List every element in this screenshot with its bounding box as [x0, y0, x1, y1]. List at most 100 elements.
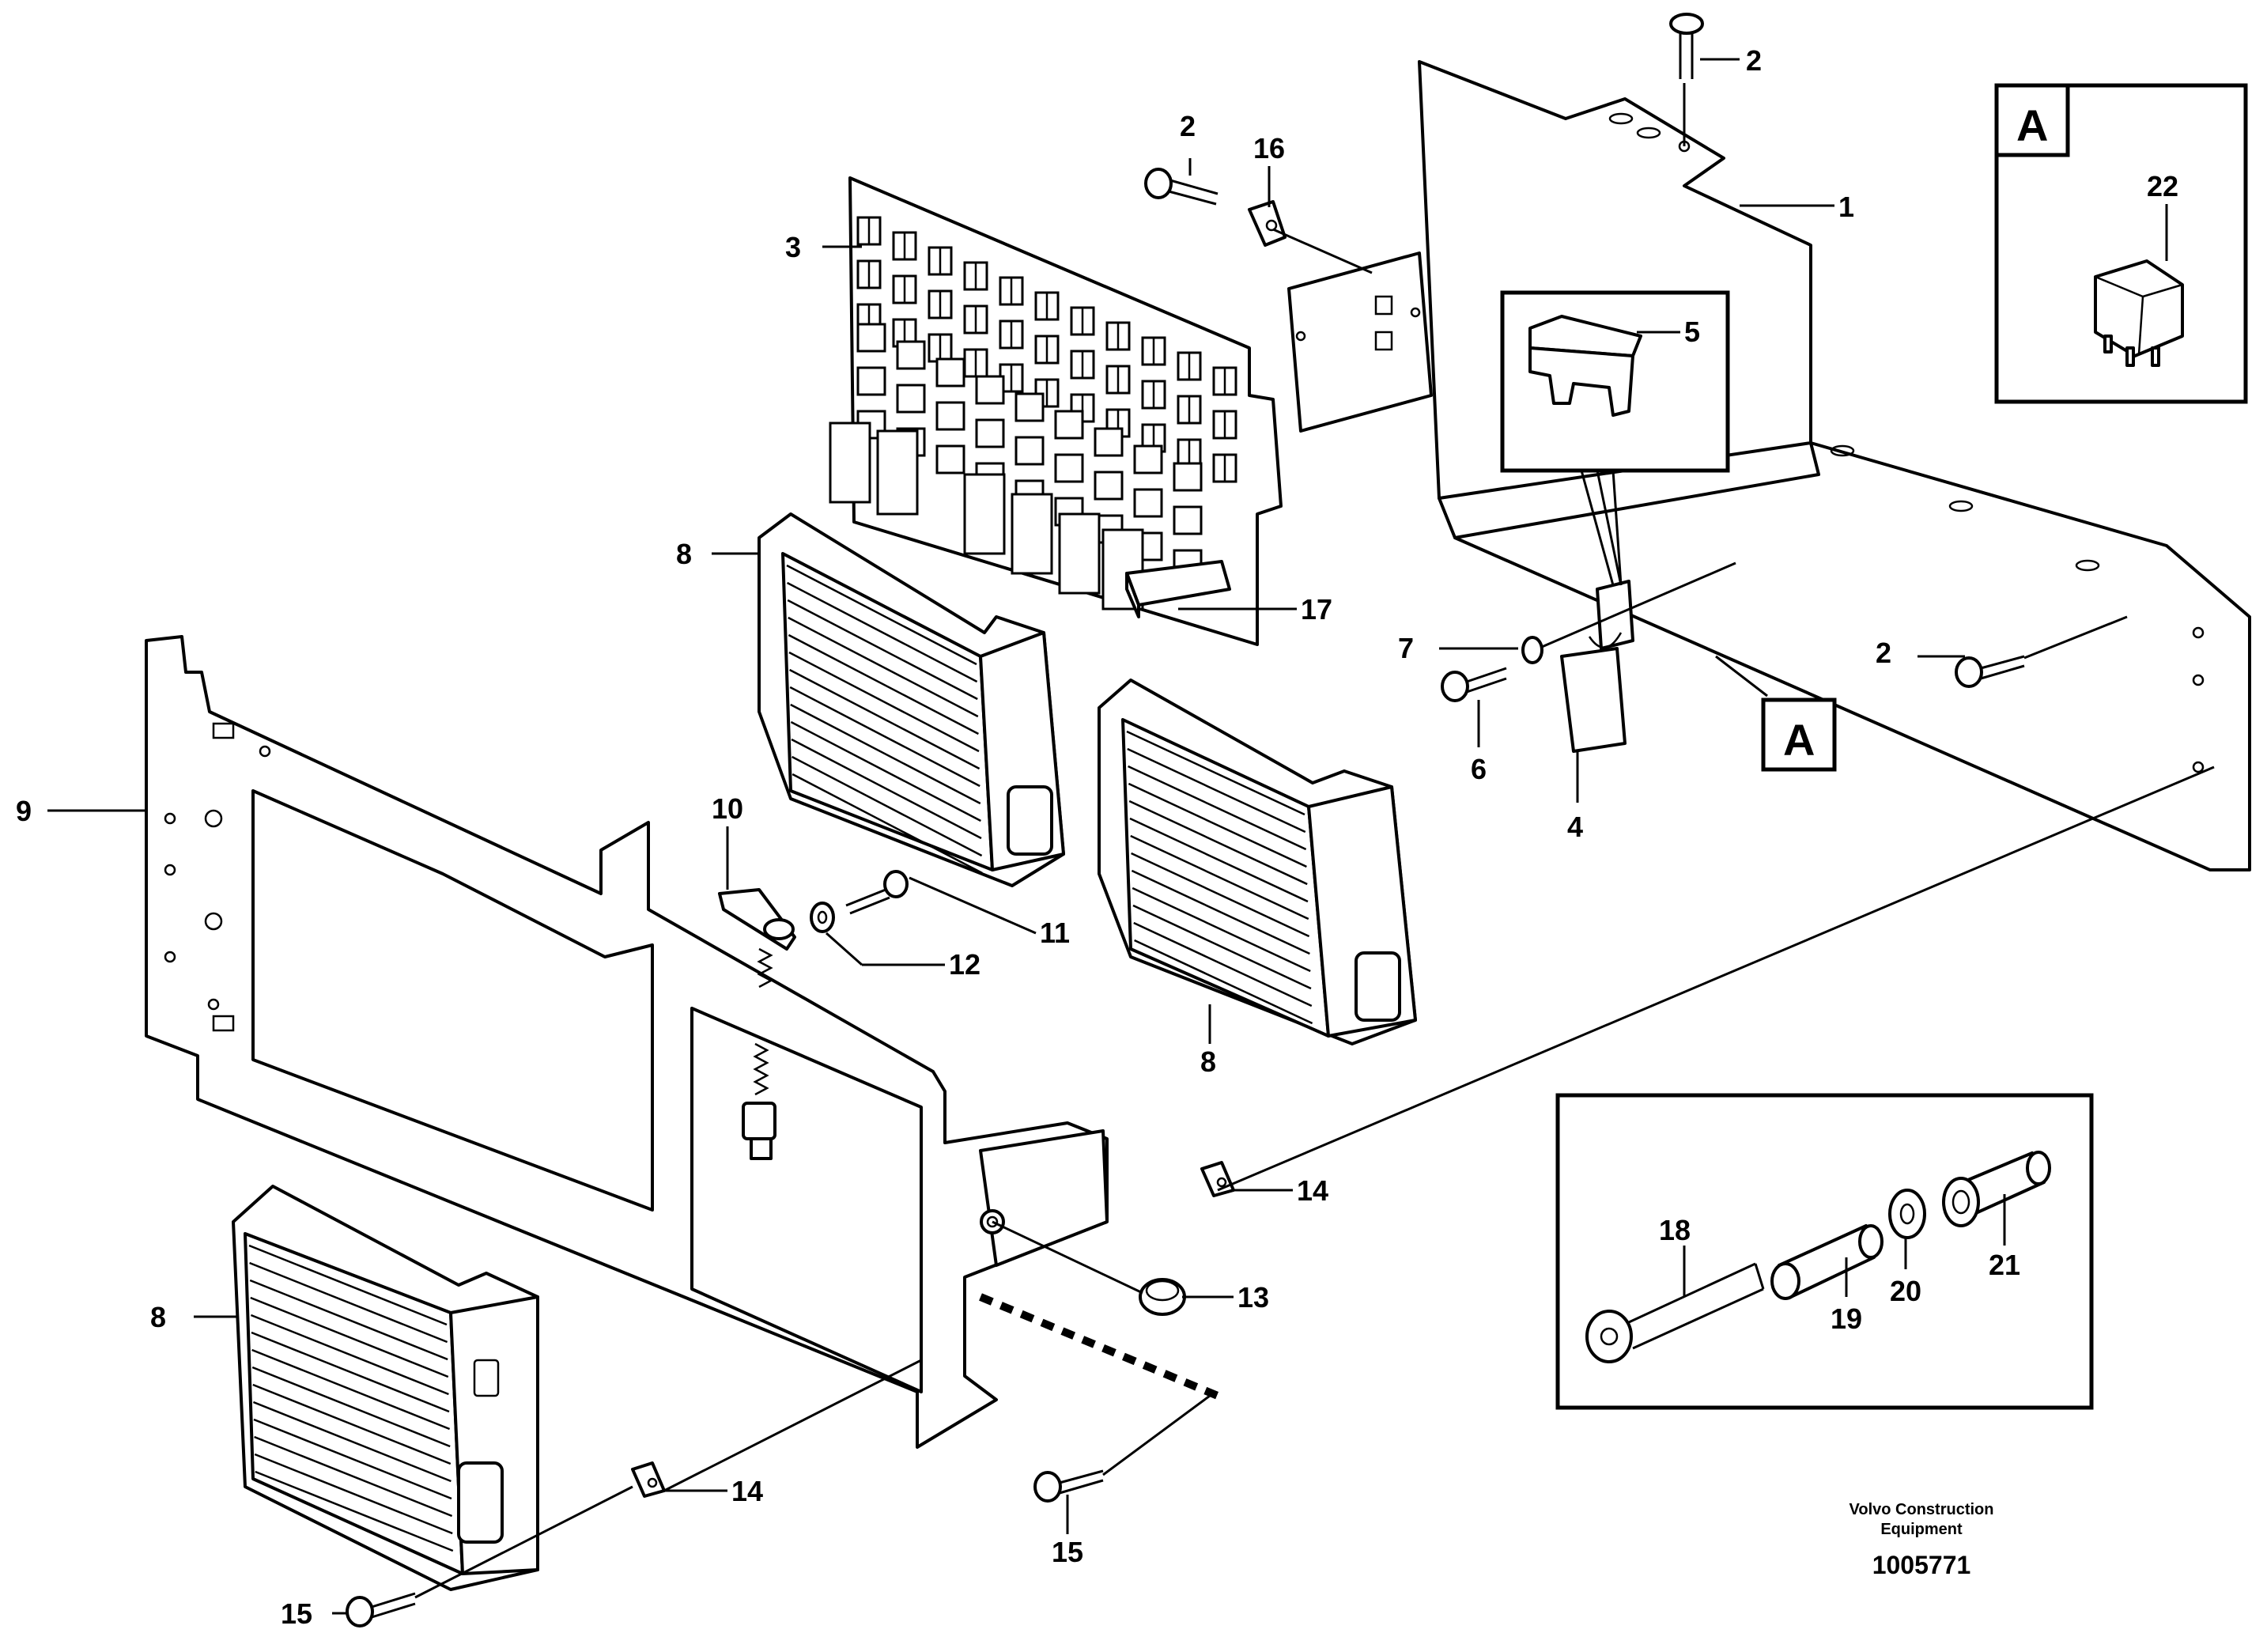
relay-block [1054, 453, 1084, 483]
callout-18: 18 [1659, 1214, 1691, 1246]
fin-line [250, 1314, 449, 1396]
mounting-panel-part-9 [145, 635, 1109, 1449]
view-a-pointer-label: A [1783, 715, 1815, 765]
fin-line [251, 1348, 451, 1431]
callout-13: 13 [1237, 1281, 1269, 1314]
callout-20: 20 [1890, 1275, 1921, 1307]
spacer-part-19 [1770, 1224, 1883, 1300]
relay-block [1094, 427, 1124, 457]
cooling-fins [1126, 730, 1313, 1025]
fin-line [790, 703, 981, 805]
callout-1: 1 [1838, 191, 1854, 223]
detail-view-a-box [1994, 83, 2248, 404]
company-name-line-1: Volvo Construction [1849, 1501, 1994, 1518]
fin-line [1127, 747, 1306, 834]
fin-line [1128, 800, 1308, 886]
fin-line [1131, 852, 1310, 938]
fin-line [1126, 730, 1305, 816]
company-name-line-2: Equipment [1880, 1521, 1963, 1538]
fin-line [1132, 886, 1311, 973]
bolt-assembly-detail-box [1555, 1093, 2094, 1410]
plug-part-13 [1139, 1278, 1186, 1316]
callout-8-upper: 8 [676, 538, 692, 570]
fuse-socket-part-4 [1560, 580, 1634, 753]
fin-line [254, 1435, 453, 1518]
fin-line [1129, 817, 1309, 903]
fin-line [789, 686, 980, 788]
fin-line [251, 1331, 450, 1413]
control-unit-part-8-upper [758, 512, 1065, 887]
callout-10: 10 [712, 792, 743, 825]
callout-6: 6 [1471, 753, 1487, 785]
fin-line [1132, 904, 1312, 990]
screw-part-2-left [1144, 168, 1219, 206]
fin-line [252, 1401, 452, 1483]
large-relay [1058, 512, 1101, 595]
fin-line [787, 599, 978, 701]
fin-line [1131, 869, 1310, 955]
relay-block [896, 384, 926, 414]
relay-block [1133, 488, 1163, 518]
large-relay [963, 473, 1006, 555]
drawing-number: 1005771 [1872, 1551, 1971, 1579]
callout-5: 5 [1684, 316, 1700, 348]
callout-7: 7 [1398, 632, 1414, 664]
clip-part-14-left [631, 1461, 666, 1498]
fin-line [788, 651, 980, 753]
callout-12: 12 [949, 948, 980, 981]
relay-block [1054, 410, 1084, 440]
relay-block [935, 401, 965, 431]
cooling-fins [248, 1244, 454, 1552]
fuse-holder-part-17 [1125, 560, 1231, 618]
relay-block [935, 357, 965, 387]
fin-line [250, 1296, 449, 1378]
fin-line [254, 1453, 453, 1535]
callout-15-bottom: 15 [281, 1597, 312, 1630]
fin-line [1128, 765, 1307, 851]
callout-16: 16 [1253, 132, 1285, 164]
relay-block [1094, 471, 1124, 501]
washer-part-7 [1521, 636, 1543, 664]
fin-line [249, 1261, 448, 1344]
fin-line [253, 1418, 452, 1500]
relay-block [975, 418, 1005, 448]
screw-part-15-bottom [346, 1592, 416, 1627]
screw-part-2-top [1669, 13, 1704, 79]
relay-block [896, 340, 926, 370]
relay-block [975, 375, 1005, 405]
fin-line [791, 738, 982, 840]
grommet-part-10 [718, 888, 796, 1160]
relay-block [935, 444, 965, 474]
view-a-detail-label: A [2016, 100, 2048, 150]
fin-line [788, 616, 979, 718]
fin-line [786, 564, 977, 666]
clip-part-14-right [1200, 1161, 1235, 1197]
washer-part-12 [810, 902, 835, 933]
callout-2-top: 2 [1746, 44, 1762, 77]
control-unit-part-8-middle [1098, 679, 1417, 1045]
side-bracket [1287, 251, 1433, 433]
leader-lines [47, 58, 2215, 1615]
fin-line [1134, 939, 1313, 1025]
screw-part-6 [1441, 667, 1507, 702]
callout-labels: 1 2 2 2 3 4 5 6 7 8 8 8 9 10 11 12 13 14… [16, 44, 2178, 1630]
washer-part-20 [1888, 1189, 1926, 1239]
cooling-fins [786, 564, 983, 875]
fin-line [1128, 782, 1307, 868]
fin-line [1133, 921, 1313, 1007]
callout-17: 17 [1301, 593, 1332, 626]
fin-line [248, 1244, 448, 1326]
relay-block [1173, 462, 1203, 492]
callout-8-lower: 8 [150, 1301, 166, 1333]
relay-block [856, 323, 886, 353]
sleeve-part-21 [1942, 1151, 2051, 1227]
relay-board-part-3 [829, 176, 1283, 646]
relay-grid [829, 216, 1237, 611]
large-relay [1011, 493, 1053, 575]
large-relay [829, 422, 871, 504]
fin-line [789, 668, 980, 770]
fin-line [255, 1470, 454, 1552]
screw-part-2-right [1955, 655, 2025, 688]
relay-part-22 [2094, 259, 2184, 367]
